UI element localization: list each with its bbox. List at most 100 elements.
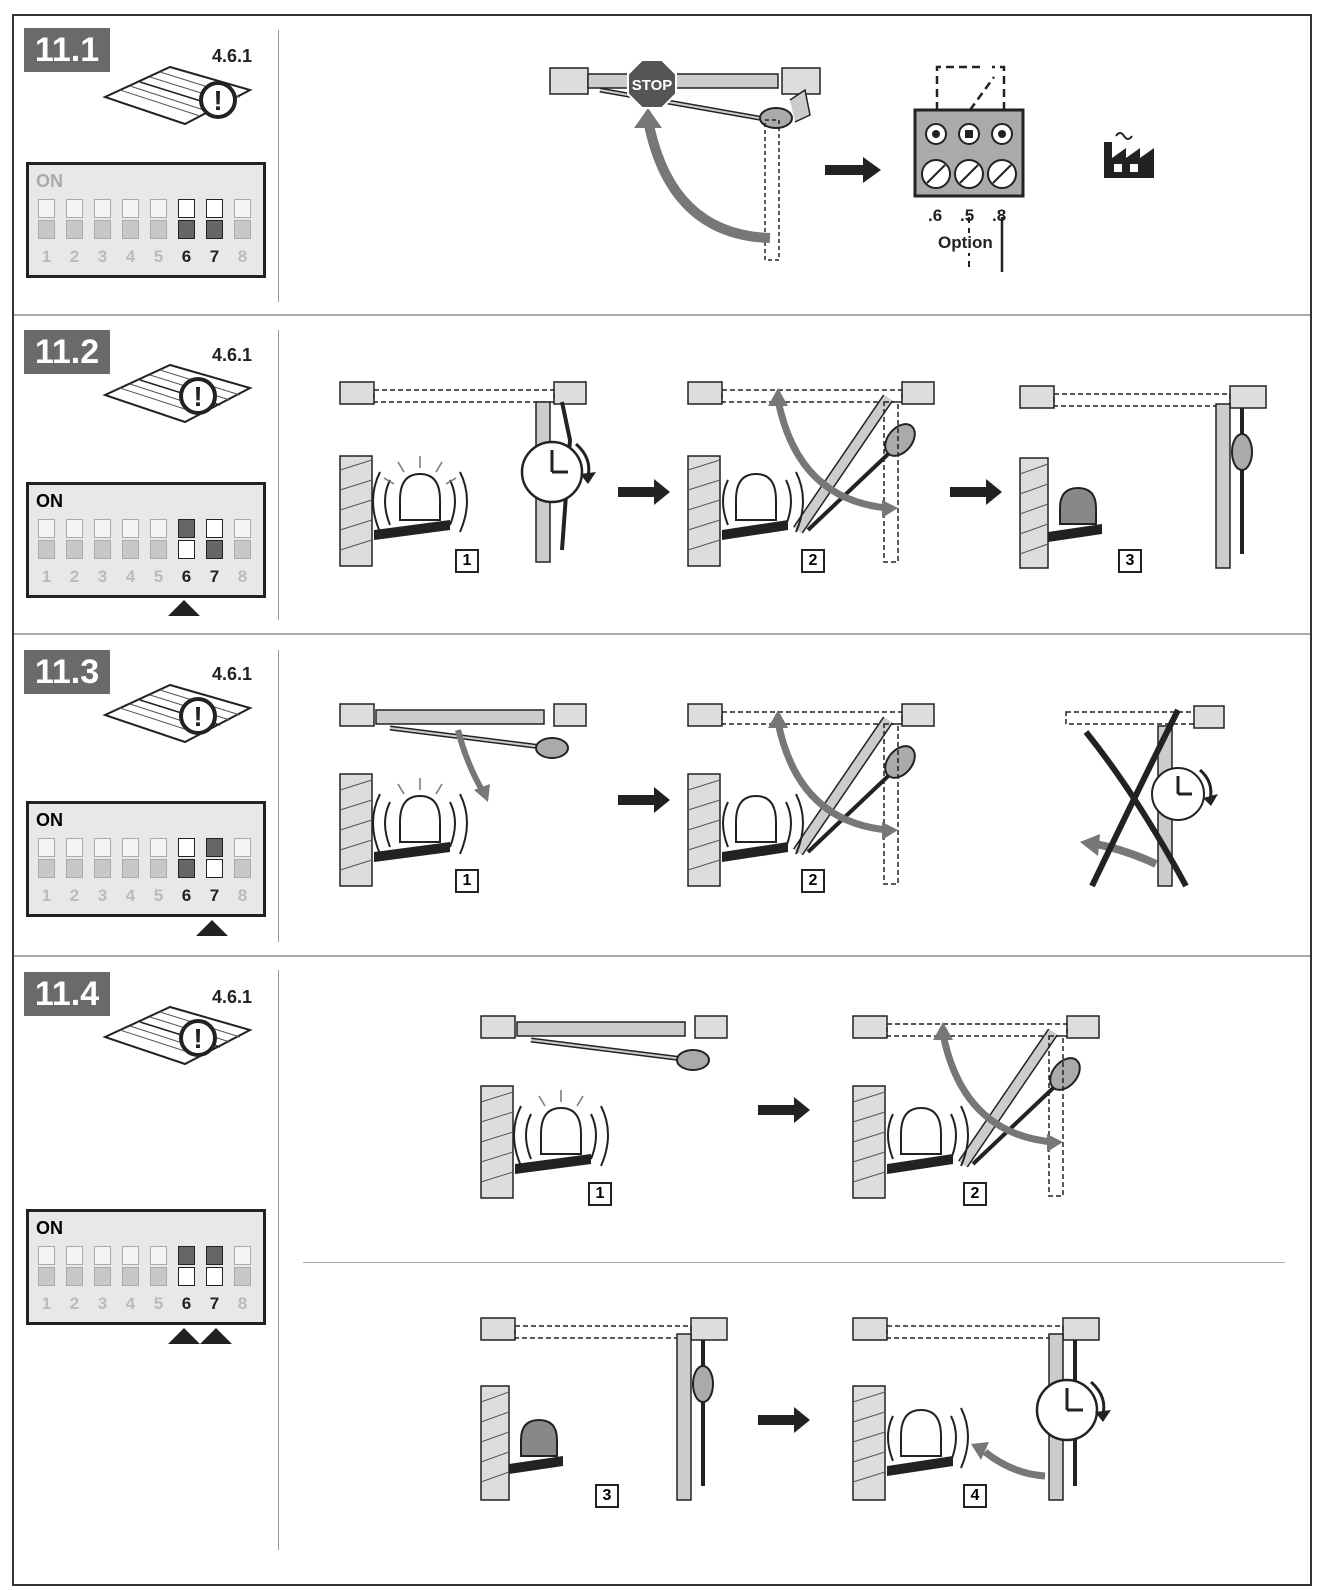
svg-text:!: !: [213, 85, 222, 116]
factory-icon: [1104, 132, 1154, 178]
dip-switch-7: [206, 519, 223, 561]
switch-number: 3: [97, 247, 108, 266]
column-divider: [278, 30, 279, 302]
step-number: 1: [455, 549, 479, 573]
clock-icon: [1035, 1378, 1111, 1442]
dip-switch-6: [178, 519, 195, 561]
selected-switch-marker: [168, 1328, 200, 1344]
switch-number: 3: [97, 567, 108, 586]
dip-switch-5: [150, 199, 167, 241]
dip-switch-panel: ON 1 2 3 4 5 6 7 8: [26, 162, 266, 278]
switch-number: 2: [69, 886, 80, 905]
dip-switch-2: [66, 1246, 83, 1288]
dip-switch-7: [206, 199, 223, 241]
gate-stop-diagram: STOP: [549, 59, 821, 261]
manual-book-icon: !: [102, 1005, 253, 1066]
manual-book-icon: !: [102, 65, 253, 126]
section-badge: 11.4: [24, 972, 110, 1016]
clock-icon: [520, 440, 596, 504]
switch-number: 5: [153, 1294, 164, 1313]
warning-exclamation-icon: [179, 697, 217, 735]
switch-number: 8: [237, 886, 248, 905]
dip-switch-7: [206, 1246, 223, 1288]
arrow-right-icon: [618, 479, 670, 505]
dip-switch-1: [38, 838, 55, 880]
section-divider: [14, 314, 1310, 316]
gate-diagram-step: [852, 1015, 1100, 1199]
dip-switch-1: [38, 1246, 55, 1288]
manual-reference: 4.6.1: [212, 664, 253, 684]
gate-diagram-step: [687, 381, 935, 567]
gate-diagram-step: [1019, 385, 1267, 569]
switch-number: 2: [69, 1294, 80, 1313]
step-number: 1: [455, 869, 479, 893]
switch-number: 4: [125, 1294, 136, 1313]
step-number: 2: [963, 1182, 987, 1206]
section-badge: 11.1: [24, 28, 110, 72]
switch-number: 7: [209, 886, 220, 905]
gate-diagram-step: [852, 1317, 1111, 1501]
svg-text:!: !: [193, 1023, 202, 1054]
forbidden-diagram: [1065, 705, 1225, 888]
switch-number: 4: [125, 247, 136, 266]
switch-number: 5: [153, 247, 164, 266]
switch-number: 6: [181, 1294, 192, 1313]
terminal-label: .8: [992, 206, 1007, 225]
step-number: 4: [963, 1484, 987, 1508]
arrow-right-icon: [950, 479, 1002, 505]
column-divider: [278, 650, 279, 942]
section-divider: [14, 633, 1310, 635]
dip-switch-8: [234, 519, 251, 561]
section-divider: [14, 955, 1310, 957]
dip-switch-4: [122, 838, 139, 880]
section-badge: 11.2: [24, 330, 110, 374]
dip-switch-8: [234, 1246, 251, 1288]
svg-text:!: !: [193, 701, 202, 732]
dip-switch-2: [66, 199, 83, 241]
dip-switch-4: [122, 519, 139, 561]
on-label: ON: [36, 810, 63, 830]
dip-switch-6: [178, 838, 195, 880]
on-label: ON: [36, 171, 63, 191]
switch-number: 7: [209, 567, 220, 586]
step-number: 2: [801, 549, 825, 573]
gate-diagram-step: [339, 381, 596, 567]
dip-switch-6: [178, 199, 195, 241]
switch-number: 3: [97, 1294, 108, 1313]
switch-number: 8: [237, 1294, 248, 1313]
dip-switch-panel: ON 1 2 3 4 5 6 7 8: [26, 801, 266, 917]
switch-number: 2: [69, 247, 80, 266]
switch-number: 2: [69, 567, 80, 586]
dip-switch-8: [234, 838, 251, 880]
switch-number: 5: [153, 886, 164, 905]
switch-number: 7: [209, 247, 220, 266]
column-divider: [278, 330, 279, 620]
switch-number: 6: [181, 567, 192, 586]
switch-number: 4: [125, 886, 136, 905]
selected-switch-marker: [168, 600, 200, 616]
switch-number: 7: [209, 1294, 220, 1313]
dip-switch-panel: ON 1 2 3 4 5 6 7 8: [26, 482, 266, 598]
gate-diagram-step: [687, 703, 935, 887]
warning-exclamation-icon: [179, 1019, 217, 1057]
dip-switch-3: [94, 199, 111, 241]
clock-icon: [1151, 767, 1218, 821]
warning-light-icon: [513, 1090, 609, 1174]
switch-number: 1: [41, 886, 52, 905]
selected-switch-marker: [200, 1328, 232, 1344]
stop-sign-icon: STOP: [627, 59, 677, 109]
step-number: 1: [588, 1182, 612, 1206]
step-number: 3: [595, 1484, 619, 1508]
dip-switch-8: [234, 199, 251, 241]
dip-switch-4: [122, 199, 139, 241]
section-badge: 11.3: [24, 650, 110, 694]
dip-switch-6: [178, 1246, 195, 1288]
switch-number: 1: [41, 247, 52, 266]
gate-diagram-step: [480, 1015, 728, 1199]
dip-switch-2: [66, 519, 83, 561]
option-label: Option: [936, 233, 995, 253]
dip-switch-1: [38, 519, 55, 561]
warning-light-icon: [509, 1418, 563, 1474]
switch-number: 5: [153, 567, 164, 586]
switch-number: 6: [181, 886, 192, 905]
